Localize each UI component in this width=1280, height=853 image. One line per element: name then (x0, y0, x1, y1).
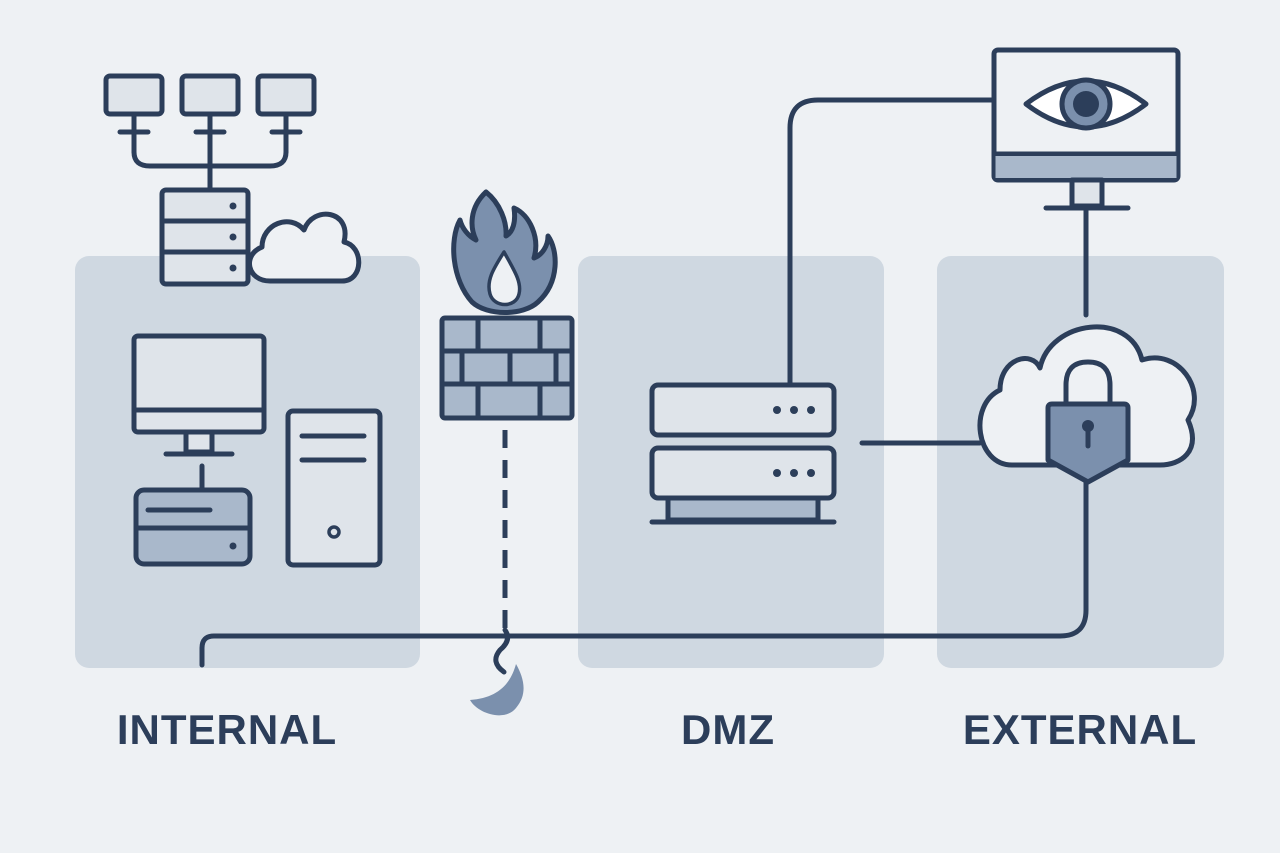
dmz-zone-label: DMZ (681, 706, 775, 753)
external-zone-label: EXTERNAL (962, 706, 1198, 753)
monitor-to-dmz-line (787, 97, 997, 388)
tower-pc-icon (285, 408, 383, 568)
padlock-icon (1045, 359, 1131, 485)
firewall-icon (439, 315, 575, 421)
internal-zone-label: INTERNAL (116, 706, 338, 753)
secure-cloud-icon (977, 324, 1197, 468)
desktop-monitor-icon (131, 333, 267, 493)
flame-drip-icon (470, 627, 524, 716)
network-hub-icon (103, 73, 317, 193)
cloud-icon (247, 211, 362, 284)
flame-icon (451, 189, 558, 315)
monitoring-eye-icon (991, 47, 1181, 211)
storage-drive-icon (133, 487, 253, 567)
bottom-connection-line (199, 471, 1089, 668)
server-stack-icon (159, 187, 251, 287)
dmz-server-icon (649, 382, 837, 525)
